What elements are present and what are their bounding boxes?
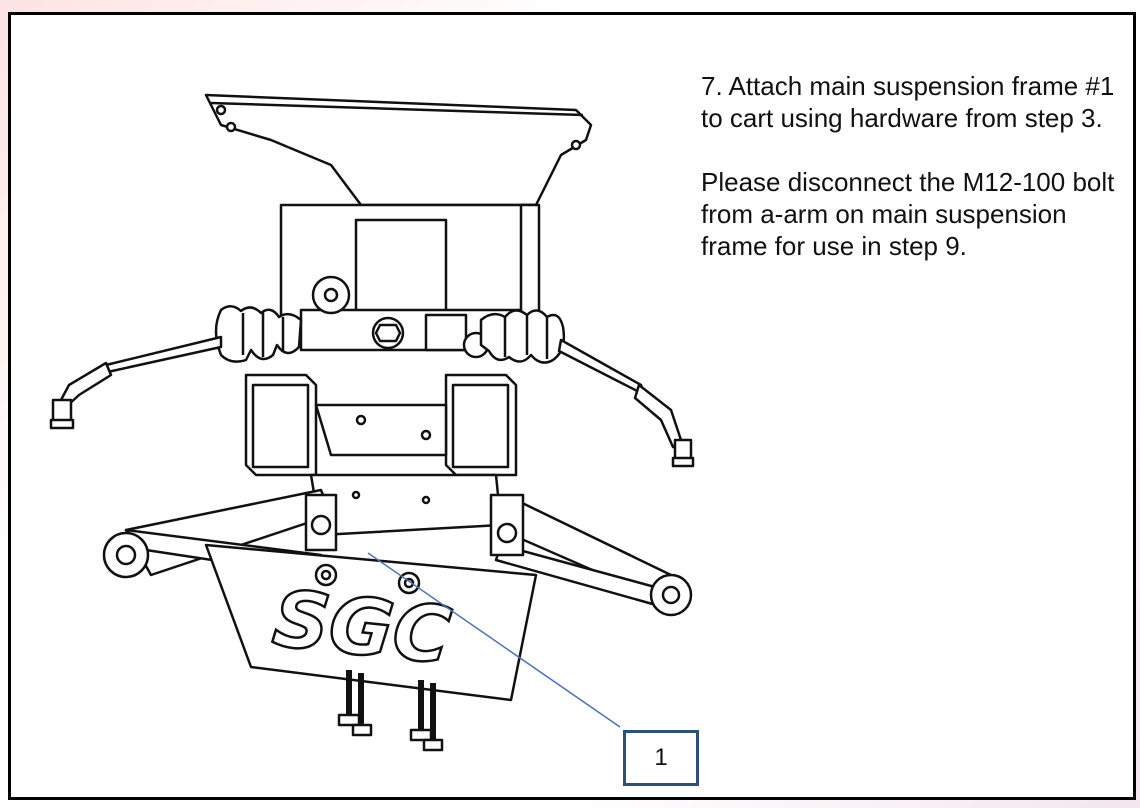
note-text: Please disconnect the M12-100 bolt from … bbox=[701, 167, 1115, 261]
suspension-frame-drawing: SGC bbox=[49, 93, 695, 752]
plate-logo: SGC bbox=[269, 574, 455, 682]
instruction-panel: SGC 7. Attach main suspension frame #1 t… bbox=[8, 12, 1136, 800]
part-callout: 1 bbox=[623, 730, 699, 786]
instruction-text: 7. Attach main suspension frame #1 to ca… bbox=[701, 70, 1131, 294]
step-7-text: 7. Attach main suspension frame #1 to ca… bbox=[701, 71, 1115, 133]
part-callout-label: 1 bbox=[654, 744, 668, 771]
